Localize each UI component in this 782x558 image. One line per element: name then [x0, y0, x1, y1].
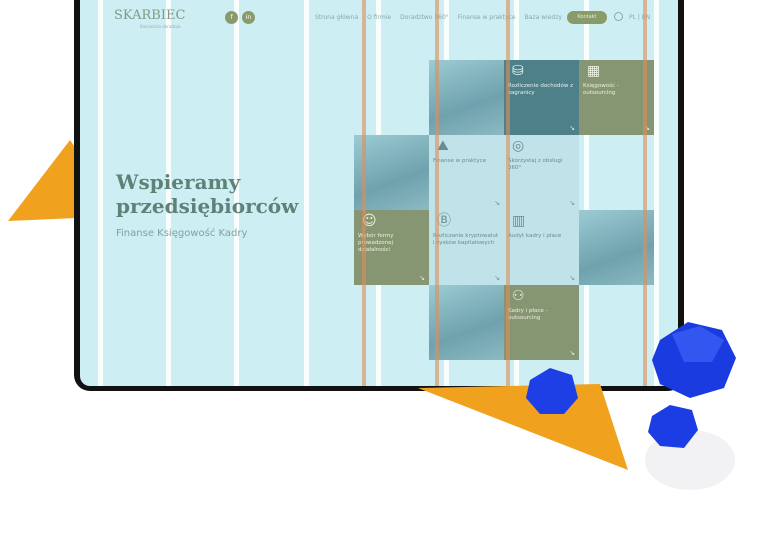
arrow-icon: ↘ — [494, 199, 500, 207]
chart-icon: ⛰ — [437, 138, 449, 154]
linkedin-icon[interactable]: in — [242, 11, 255, 24]
menu-knowledge[interactable]: Baza wiedzy — [524, 14, 562, 21]
arrow-icon: ↘ — [644, 124, 650, 132]
bitcoin-icon: Ⓑ — [437, 213, 451, 229]
blue-gem-medium — [648, 405, 698, 448]
arrow-icon: ↘ — [569, 349, 575, 357]
tile-accounting[interactable]: ▦Księgowość - outsourcing↘ — [579, 60, 654, 135]
photo-tile — [579, 210, 654, 285]
hero-subtitle: Finanse Księgowość Kadry — [116, 228, 248, 239]
building-icon: ▥ — [512, 213, 526, 229]
coins-icon: ⛁ — [512, 63, 524, 79]
tile-finance[interactable]: ⛰Finanse w praktyce↘ — [429, 135, 504, 210]
language-switch[interactable]: PL | EN — [629, 14, 651, 21]
website-screen: SKARBIEC Kancelaria doradcza f in Strona… — [80, 0, 678, 386]
team-icon: ⚇ — [512, 288, 525, 304]
contact-button[interactable]: Kontakt — [567, 11, 607, 24]
tile-payroll[interactable]: ⚇Kadry i płace - outsourcing↘ — [504, 285, 579, 360]
tile-audit[interactable]: ▥Audyt kadry i płace↘ — [504, 210, 579, 285]
tile-360[interactable]: ◎Skorzystaj z obsługi 360°↘ — [504, 135, 579, 210]
menu-advisory[interactable]: Doradztwo 360° — [400, 14, 449, 21]
arrow-icon: ↘ — [569, 274, 575, 282]
target-icon: ◎ — [512, 138, 525, 154]
arrow-icon: ↘ — [569, 199, 575, 207]
search-icon[interactable] — [614, 12, 623, 21]
photo-tile — [429, 60, 504, 135]
arrow-icon: ↘ — [419, 274, 425, 282]
orange-triangle-bottom — [418, 384, 628, 470]
photo-tile — [354, 135, 429, 210]
blue-gem-small — [526, 368, 578, 414]
menu-home[interactable]: Strona główna — [315, 14, 359, 21]
logo[interactable]: SKARBIEC — [114, 8, 186, 23]
arrow-icon: ↘ — [494, 274, 500, 282]
top-nav: SKARBIEC Kancelaria doradcza f in Strona… — [80, 0, 678, 36]
photo-tile — [429, 285, 504, 360]
tile-business-form[interactable]: ☺Wybór formy prowadzonej działalności↘ — [354, 210, 429, 285]
tile-foreign-income[interactable]: ⛁Rozliczenie dochodów z zagranicy↘ — [504, 60, 579, 135]
arrow-icon: ↘ — [569, 124, 575, 132]
logo-subtitle: Kancelaria doradcza — [140, 24, 181, 29]
facebook-icon[interactable]: f — [225, 11, 238, 24]
menu-about[interactable]: O firmie — [367, 14, 392, 21]
presentation-icon: ▦ — [587, 63, 601, 79]
menu-finance[interactable]: Finanse w praktyce — [457, 14, 516, 21]
